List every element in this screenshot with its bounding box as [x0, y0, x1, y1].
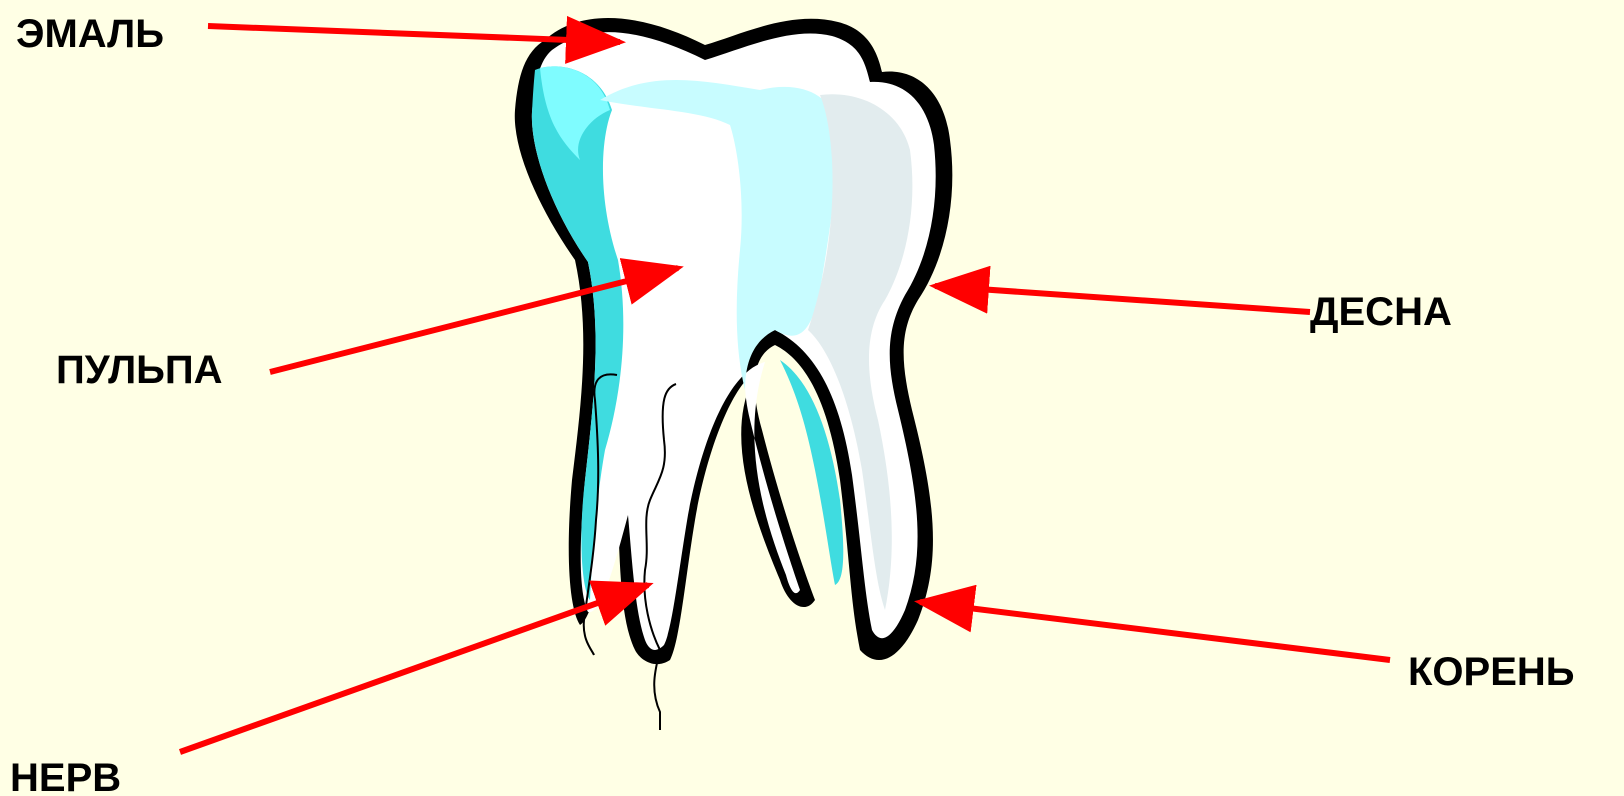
arrow-root [920, 602, 1390, 660]
label-nerve: НЕРВ [10, 758, 121, 796]
label-gum: ДЕСНА [1310, 292, 1452, 332]
arrow-nerve [180, 585, 648, 752]
label-pulp: ПУЛЬПА [56, 350, 223, 390]
label-root: КОРЕНЬ [1408, 652, 1575, 692]
label-enamel: ЭМАЛЬ [16, 14, 164, 54]
arrow-gum [935, 286, 1310, 312]
